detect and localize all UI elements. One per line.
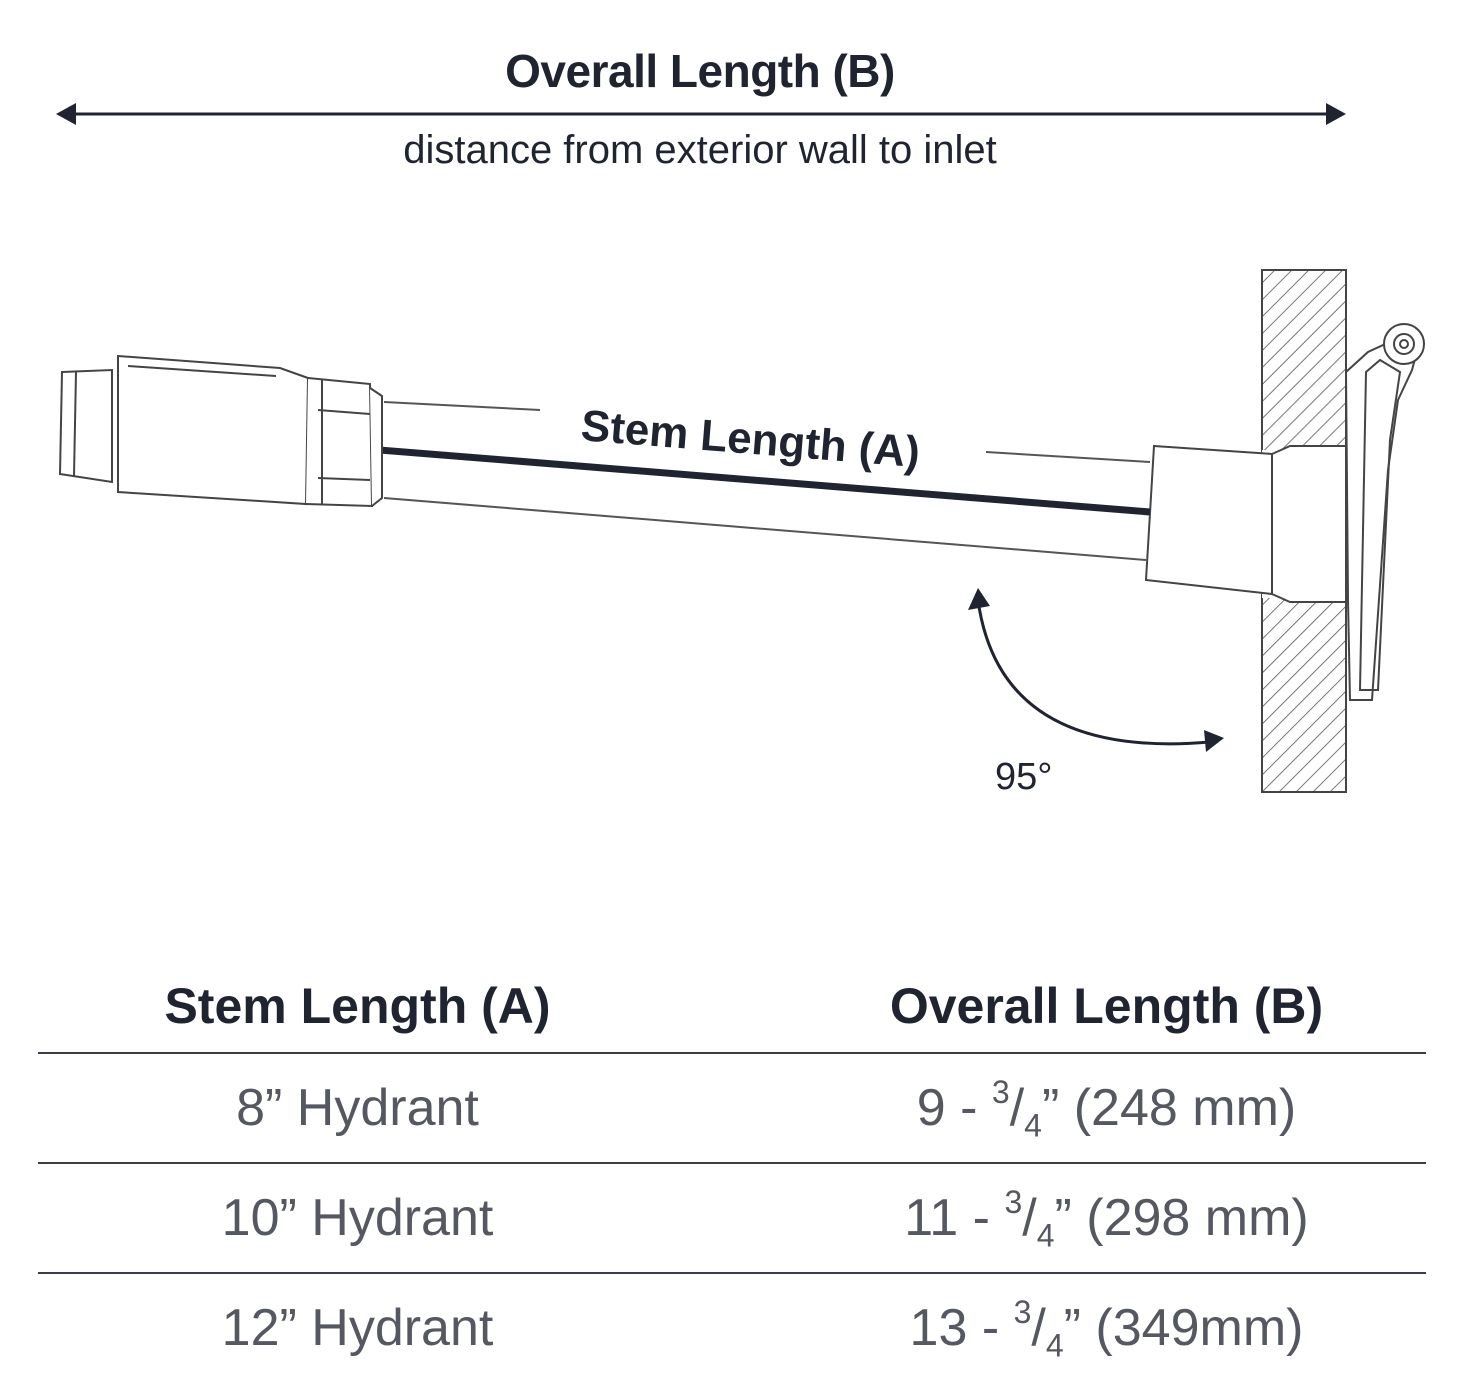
table-row: 12” Hydrant 13 - 3/4” (349mm) <box>38 1272 1426 1382</box>
overall-suffix: ” (298 mm) <box>1054 1189 1309 1247</box>
overall-length-title: Overall Length (B) <box>505 45 895 97</box>
overall-length-subtitle: distance from exterior wall to inlet <box>403 128 997 172</box>
overall-suffix: ” (248 mm) <box>1041 1079 1297 1137</box>
table-row: 8” Hydrant 9 - 3/4” (248 mm) <box>38 1052 1426 1162</box>
hydrant-inlet-body <box>58 354 383 508</box>
hydrant-faceplate <box>1344 323 1425 701</box>
frac-numerator: 3 <box>1013 1293 1032 1330</box>
frac-numerator: 3 <box>1004 1183 1023 1220</box>
overall-cell: 9 - 3/4” (248 mm) <box>916 1073 1297 1144</box>
stem-tube <box>383 401 1151 561</box>
stem-cell: 12” Hydrant <box>221 1299 494 1357</box>
frac-numerator: 3 <box>991 1073 1010 1110</box>
frac-denominator: 4 <box>1036 1217 1055 1254</box>
overall-prefix: 11 - <box>904 1189 1005 1247</box>
overall-prefix: 9 - <box>916 1079 992 1137</box>
hydrant-flange <box>1144 444 1347 603</box>
stem-length-bar <box>379 446 1151 516</box>
overall-length-arrow <box>56 103 1346 125</box>
frac-denominator: 4 <box>1024 1107 1042 1144</box>
length-table: Stem Length (A) Overall Length (B) 8” Hy… <box>38 960 1426 1382</box>
stem-cell: 8” Hydrant <box>236 1079 479 1137</box>
overall-suffix: ” (349mm) <box>1063 1299 1304 1357</box>
table-header-row: Stem Length (A) Overall Length (B) <box>38 960 1426 1052</box>
overall-prefix: 13 - <box>909 1299 1014 1357</box>
hydrant-diagram: Stem Length (A) <box>56 103 1425 793</box>
header-overall-length: Overall Length (B) <box>889 978 1324 1034</box>
stem-cell: 10” Hydrant <box>221 1189 494 1247</box>
overall-cell: 11 - 3/4” (298 mm) <box>904 1183 1309 1254</box>
stem-length-label: Stem Length (A) <box>579 401 922 477</box>
frac-denominator: 4 <box>1045 1327 1064 1364</box>
table-row: 10” Hydrant 11 - 3/4” (298 mm) <box>38 1162 1426 1272</box>
angle-label: 95° <box>995 756 1053 798</box>
overall-cell: 13 - 3/4” (349mm) <box>909 1293 1304 1364</box>
header-stem-length: Stem Length (A) <box>164 978 551 1034</box>
angle-arc-arrow <box>968 588 1224 752</box>
